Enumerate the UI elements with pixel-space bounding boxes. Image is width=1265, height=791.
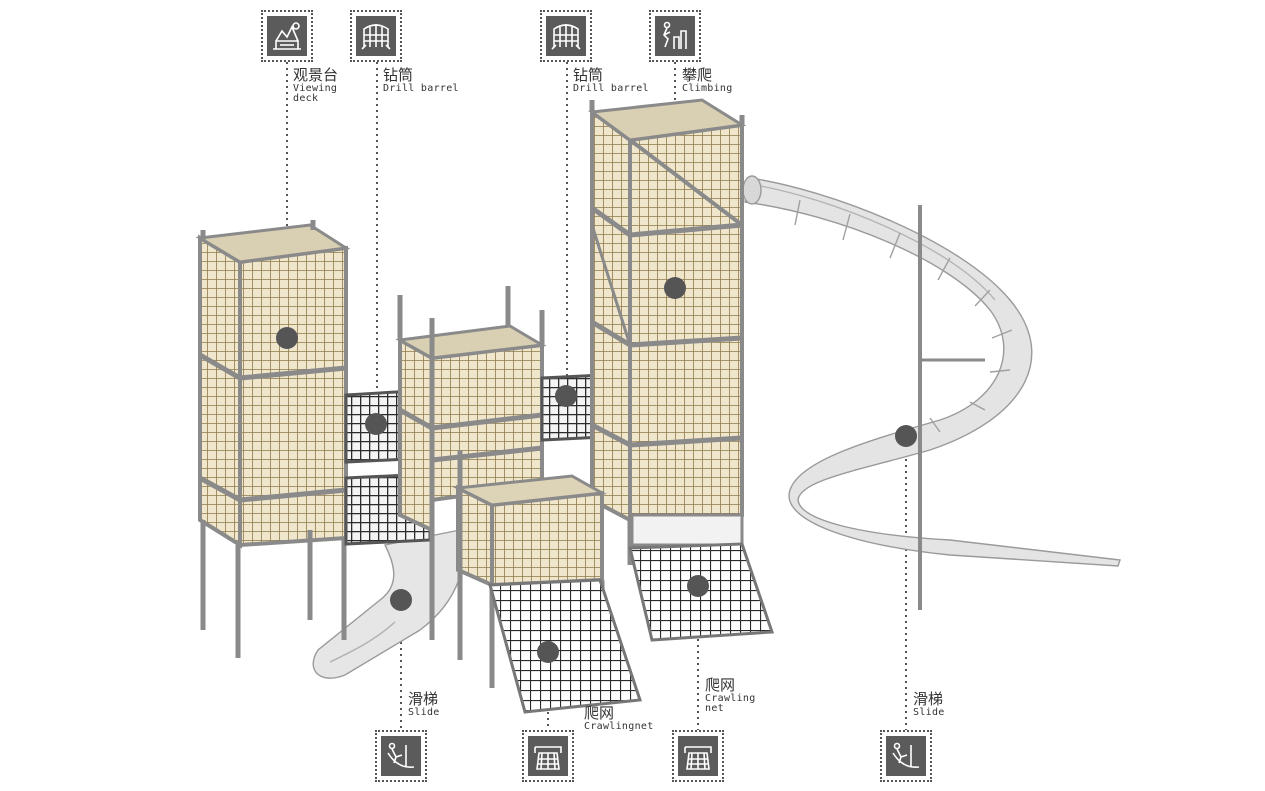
label-zh: 钻筒 [383, 66, 414, 84]
label-en: Drill barrel [383, 82, 459, 94]
crawling-net-icon-box-2 [672, 730, 724, 782]
label-viewing-deck: 观景台 Viewing deck [293, 66, 353, 105]
label-zh: 观景台 [293, 66, 339, 84]
label-crawling-net-2: 爬网 Crawling net [705, 676, 765, 715]
label-zh: 爬网 [705, 676, 736, 694]
drill-barrel-icon-box-1 [350, 10, 402, 62]
label-zh: 滑梯 [913, 690, 944, 708]
spiral-slide [742, 175, 1121, 567]
crawling-net-front [488, 578, 643, 714]
drill-barrel-icon [356, 16, 396, 56]
drill-barrel-icon [546, 16, 586, 56]
slide-icon-box-2 [880, 730, 932, 782]
short-slide [312, 529, 465, 679]
label-en: Slide [913, 706, 945, 718]
climbing-icon [655, 16, 695, 56]
slide-support [918, 205, 985, 610]
label-zh: 钻筒 [573, 66, 604, 84]
label-drill-barrel-1: 钻筒 Drill barrel [383, 66, 459, 94]
label-zh: 爬网 [584, 704, 615, 722]
right-tower [588, 98, 747, 565]
crawling-net-icon [678, 736, 718, 776]
slide-icon [381, 736, 421, 776]
label-en: Slide [408, 706, 440, 718]
label-zh: 攀爬 [682, 66, 713, 84]
crawling-net-icon [528, 736, 568, 776]
slide-icon [886, 736, 926, 776]
crawling-net-icon-box-1 [522, 730, 574, 782]
label-en: Viewing deck [293, 82, 338, 105]
label-en: Crawlingnet [584, 720, 654, 732]
left-tower [195, 220, 351, 658]
label-drill-barrel-2: 钻筒 Drill barrel [573, 66, 649, 94]
drill-barrel-icon-box-2 [540, 10, 592, 62]
label-crawling-net-1: 爬网 Crawlingnet [584, 704, 654, 732]
viewing-deck-icon [267, 16, 307, 56]
slide-icon-box-1 [375, 730, 427, 782]
label-zh: 滑梯 [408, 690, 439, 708]
label-en: Drill barrel [573, 82, 649, 94]
label-slide-2: 滑梯 Slide [913, 690, 945, 718]
label-slide-1: 滑梯 Slide [408, 690, 440, 718]
markers [276, 277, 917, 663]
viewing-deck-icon-box [261, 10, 313, 62]
climbing-icon-box [649, 10, 701, 62]
label-climbing: 攀爬 Climbing [682, 66, 733, 94]
label-en: Climbing [682, 82, 733, 94]
label-en: Crawling net [705, 692, 756, 715]
